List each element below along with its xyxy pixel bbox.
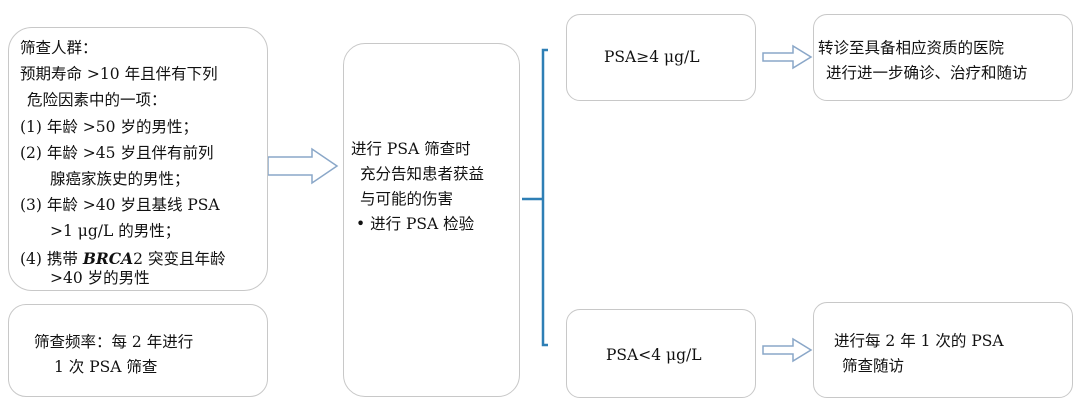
frequency-line: 1 次 PSA 筛查: [54, 358, 158, 376]
population-line: (3) 年龄 >40 岁且基线 PSA: [20, 196, 220, 214]
screening-line: 进行 PSA 筛查时: [351, 140, 471, 158]
high-psa-label: PSA≥4 μg/L: [604, 48, 700, 66]
frequency-box: [8, 304, 268, 397]
population-line-part: 2 突变且年龄: [133, 250, 226, 268]
referral-line: 转诊至具备相应资质的医院: [818, 39, 1005, 57]
screening-line: 充分告知患者获益: [360, 165, 485, 183]
followup-line: 筛查随访: [842, 357, 905, 375]
population-title: 筛查人群：: [20, 39, 98, 57]
population-line: >1 μg/L 的男性；: [50, 222, 181, 240]
arrow-to-referral: [762, 44, 813, 70]
screening-line: 与可能的伤害: [360, 190, 454, 208]
frequency-line: 筛查频率：每 2 年进行: [34, 333, 194, 351]
population-line: (1) 年龄 >50 岁的男性；: [20, 118, 198, 136]
referral-box: [813, 14, 1073, 101]
gene-name: BRCA: [82, 249, 134, 268]
population-line: 预期寿命 >10 年且伴有下列: [20, 65, 218, 83]
screening-line: • 进行 PSA 检验: [356, 215, 475, 233]
followup-line: 进行每 2 年 1 次的 PSA: [834, 332, 1004, 350]
low-psa-box: [566, 309, 756, 398]
population-line: (4) 携带 BRCA2 突变且年龄: [20, 246, 225, 272]
population-line-part: (4) 携带: [20, 250, 83, 268]
population-line: (2) 年龄 >45 岁且伴有前列: [20, 144, 214, 162]
population-line: 腺癌家族史的男性；: [50, 170, 190, 188]
high-psa-box: [566, 14, 756, 101]
arrow-to-screening: [267, 147, 339, 185]
population-line: >40 岁的男性: [50, 269, 150, 287]
low-psa-label: PSA<4 μg/L: [606, 346, 702, 364]
referral-line: 进行进一步确诊、治疗和随访: [826, 64, 1028, 82]
population-box: [8, 27, 268, 291]
followup-box: [813, 302, 1073, 398]
screening-box: [343, 43, 520, 397]
arrow-to-followup: [762, 337, 813, 363]
population-line: 危险因素中的一项：: [27, 91, 167, 109]
result-bracket: [522, 48, 548, 347]
